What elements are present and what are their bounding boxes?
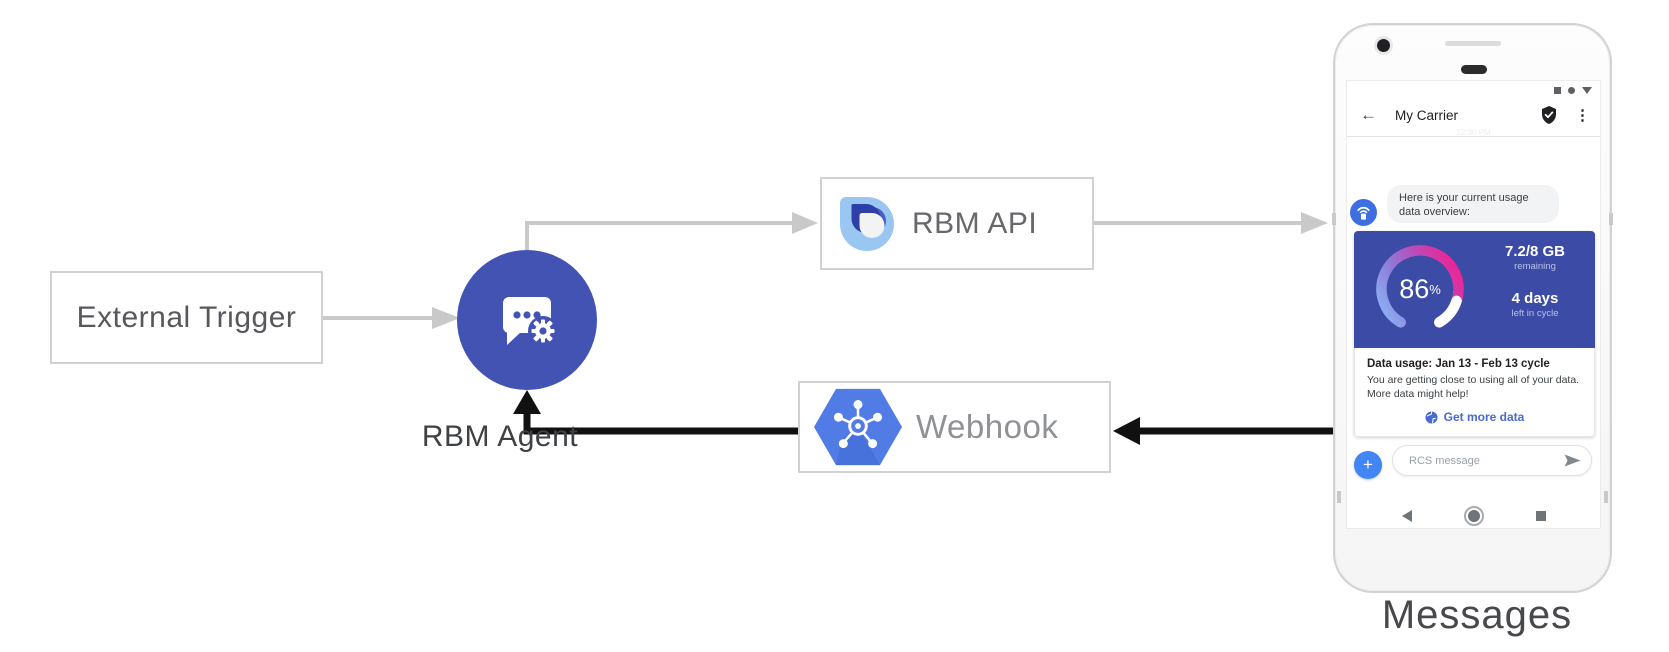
days-label: left in cycle <box>1511 308 1559 319</box>
usage-gauge <box>1376 245 1464 328</box>
message-composer[interactable] <box>1392 445 1592 476</box>
arrowhead-webhook-to-agent <box>513 390 541 414</box>
antenna-mark-right <box>1609 213 1613 225</box>
rbm-api-logo-icon <box>840 196 894 251</box>
gauge-percent-sign: % <box>1429 281 1441 297</box>
back-arrow-icon[interactable]: ← <box>1360 105 1377 124</box>
remaining-label: remaining <box>1514 261 1556 272</box>
rbm-api-label: RBM API <box>912 206 1038 240</box>
rbm-agent-node <box>457 250 597 390</box>
external-trigger-node: External Trigger <box>50 271 323 364</box>
conversation-header: ← My Carrier ⋮ <box>1347 99 1600 131</box>
arrowhead-agent-to-api <box>792 212 818 234</box>
usage-stats-column: 7.2/8 GB remaining 4 days left in cycle <box>1482 243 1588 319</box>
status-bar <box>1554 87 1592 94</box>
nav-home-icon[interactable] <box>1463 506 1484 526</box>
webhook-node: Webhook <box>798 381 1111 473</box>
gauge-percent-value: 86 <box>1399 273 1430 304</box>
bubble-line-2: data overview: <box>1399 206 1470 218</box>
android-nav-bar <box>1347 505 1600 527</box>
get-more-data-label: Get more data <box>1443 410 1525 424</box>
messages-caption: Messages <box>1381 593 1573 637</box>
antenna-mark-right-bottom <box>1604 491 1608 503</box>
usage-card-text-2: More data might help! <box>1367 388 1469 400</box>
usage-card-body: Data usage: Jan 13 - Feb 13 cycle You ar… <box>1354 348 1595 437</box>
rbm-agent-label: RBM Agent <box>421 420 579 453</box>
front-camera <box>1377 39 1390 52</box>
antenna-mark-left <box>1332 213 1336 225</box>
status-square-icon <box>1554 87 1561 94</box>
globe-icon <box>1425 411 1438 423</box>
attach-plus-button[interactable]: + <box>1354 451 1382 479</box>
get-more-data-button[interactable]: Get more data <box>1367 410 1582 424</box>
arrowhead-api-to-phone <box>1301 212 1328 234</box>
plus-glyph: + <box>1363 455 1373 474</box>
overflow-menu-icon[interactable]: ⋮ <box>1575 107 1590 124</box>
arrowhead-external-to-agent <box>432 307 460 329</box>
chat-bubble-gear-icon <box>503 297 558 346</box>
send-icon[interactable] <box>1564 454 1581 467</box>
usage-card-media: 86% 7.2/8 GB remaining 4 days left in cy… <box>1354 231 1595 348</box>
status-circle-icon <box>1568 87 1575 94</box>
gauge-percent: 86% <box>1372 241 1468 337</box>
conversation-title: My Carrier <box>1395 107 1458 123</box>
rbm-api-node: RBM API <box>820 177 1094 270</box>
remaining-value: 7.2/8 GB <box>1504 243 1566 260</box>
bubble-line-1: Here is your current usage <box>1399 192 1529 204</box>
status-triangle-icon <box>1582 87 1592 94</box>
arrow-agent-to-api <box>525 221 794 252</box>
agent-message-bubble: Here is your current usage data overview… <box>1387 185 1559 223</box>
webhook-label: Webhook <box>916 408 1059 445</box>
top-speaker-slit <box>1445 41 1501 46</box>
usage-card-text-1: You are getting close to using all of yo… <box>1367 374 1580 386</box>
verified-shield-icon <box>1542 106 1556 124</box>
carrier-avatar <box>1350 199 1377 226</box>
days-value: 4 days <box>1511 290 1559 307</box>
header-divider <box>1347 136 1600 137</box>
arrowhead-phone-to-webhook <box>1113 417 1140 445</box>
antenna-mark-left-bottom <box>1337 491 1341 503</box>
nav-back-icon[interactable] <box>1401 510 1412 522</box>
phone-mockup: ← My Carrier ⋮ 12:30 PM Her <box>1332 23 1613 593</box>
faint-timestamp: 12:30 PM <box>1456 128 1491 137</box>
usage-rich-card: 86% 7.2/8 GB remaining 4 days left in cy… <box>1354 231 1595 437</box>
earpiece-speaker <box>1461 65 1487 74</box>
webhook-hexagon-icon <box>814 388 902 466</box>
rcs-message-input[interactable] <box>1407 453 1564 468</box>
arrow-webhook-to-agent <box>523 410 798 435</box>
nav-recents-icon[interactable] <box>1535 511 1546 521</box>
usage-card-title: Data usage: Jan 13 - Feb 13 cycle <box>1367 358 1550 370</box>
phone-screen: ← My Carrier ⋮ 12:30 PM Her <box>1346 80 1601 529</box>
external-trigger-label: External Trigger <box>76 300 297 334</box>
carrier-antenna-icon <box>1357 206 1370 220</box>
